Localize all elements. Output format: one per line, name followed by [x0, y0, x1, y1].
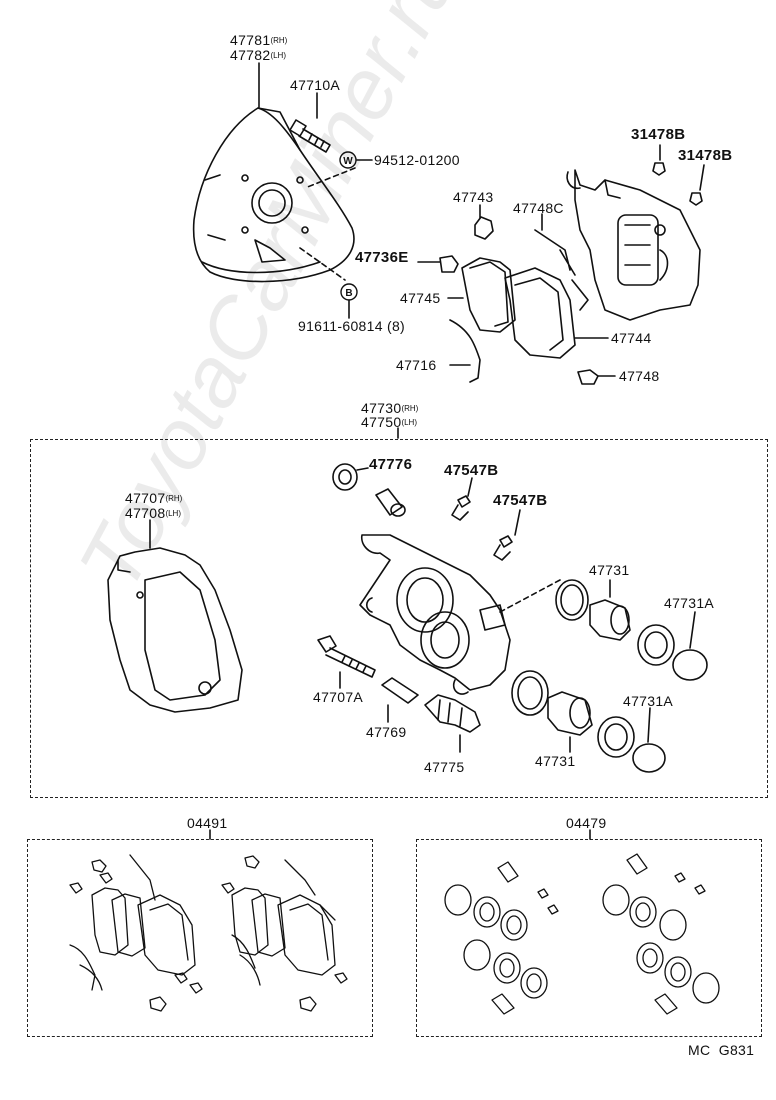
bleeder-screw-1: [451, 495, 471, 521]
caliper-body: [359, 534, 511, 695]
svg-text:W: W: [343, 156, 353, 167]
piston-47731-lower: [547, 691, 593, 736]
washer-callout: W: [339, 151, 357, 169]
label-47707a: 47707A: [313, 689, 364, 705]
label-31478b-1: 31478B: [631, 126, 686, 143]
clip-47748: [577, 369, 599, 385]
label-47745: 47745: [400, 290, 441, 306]
pad-kit-set-left: [69, 854, 203, 1012]
label-47736e: 47736E: [355, 249, 409, 266]
label-47744: 47744: [611, 330, 652, 346]
bolt-callout: B: [340, 283, 358, 301]
label-47776: 47776: [369, 456, 413, 473]
ring-lower: [632, 743, 666, 773]
clip-47743: [474, 216, 494, 240]
label-47743: 47743: [453, 189, 494, 205]
label-47730: 47730(RH): [361, 400, 419, 416]
boot-47775: [424, 694, 481, 733]
label-47731a-1: 47731A: [664, 595, 715, 611]
bolt-47707a: [317, 635, 376, 678]
label-47731: 47731: [589, 562, 630, 578]
label-47707: 47707(RH): [125, 490, 183, 506]
label-04479: 04479: [566, 815, 607, 831]
bleeder-screw-2: [493, 535, 513, 561]
piston-47731: [589, 599, 631, 641]
bushing-31478b-2: [689, 192, 703, 206]
guide-pin-47769: [381, 677, 419, 704]
ring-47731a: [672, 649, 708, 681]
label-47750: 47750(LH): [361, 414, 417, 430]
dust-cover: [192, 107, 355, 283]
caliper-housing-top: [566, 169, 701, 321]
label-47547b-1: 47547B: [444, 462, 499, 479]
label-47748c: 47748C: [513, 200, 564, 216]
bushing-47776b: [375, 488, 406, 517]
label-47710a: 47710A: [290, 77, 341, 93]
label-47769: 47769: [366, 724, 407, 740]
spring-47716: [449, 319, 481, 383]
label-91611-60814: 91611-60814 (8): [298, 318, 406, 334]
label-47716: 47716: [396, 357, 437, 373]
brake-pads-top: [461, 257, 576, 359]
pad-kit-frame: [27, 839, 373, 1037]
label-04491: 04491: [187, 815, 228, 831]
spring-47748c: [534, 229, 576, 276]
caliper-mounting-bracket: [107, 547, 243, 713]
label-31478b-2: 31478B: [678, 147, 733, 164]
seal-47731-lower: [511, 670, 549, 716]
label-47731a-2: 47731A: [623, 693, 674, 709]
seal-kit-frame: [416, 839, 762, 1037]
label-47547b-2: 47547B: [493, 492, 548, 509]
diagram-code: MC G831: [688, 1042, 755, 1058]
seal-kit-parts: [444, 853, 720, 1015]
bushing-31478b-1: [652, 162, 666, 176]
label-47781: 47781(RH): [230, 32, 288, 48]
svg-text:B: B: [345, 288, 352, 299]
bolt-47710a: [289, 119, 331, 153]
caliper-assembly-frame: [30, 439, 768, 798]
clip-47736e: [439, 255, 459, 273]
boot-47776: [332, 463, 358, 491]
label-47708: 47708(LH): [125, 505, 181, 521]
seal-47731-ring: [555, 579, 589, 621]
label-47731-2: 47731: [535, 753, 576, 769]
label-47748: 47748: [619, 368, 660, 384]
label-47782: 47782(LH): [230, 47, 286, 63]
boot-seal-lower: [597, 716, 635, 758]
label-94512-01200: 94512-01200: [374, 152, 460, 168]
pad-kit-set-right: [221, 855, 348, 1012]
label-47775: 47775: [424, 759, 465, 775]
boot-seal-47731a: [637, 624, 675, 666]
